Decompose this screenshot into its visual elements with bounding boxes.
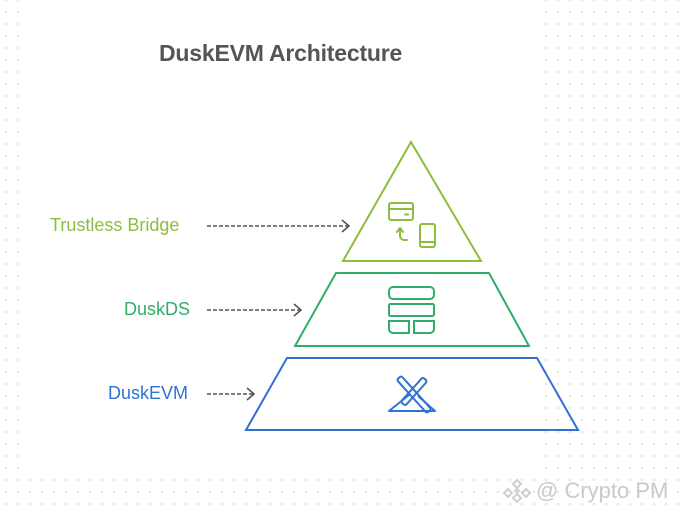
layer-duskevm	[244, 357, 580, 431]
watermark-text: @ Crypto PM	[536, 478, 669, 503]
label-duskevm: DuskEVM	[108, 383, 189, 403]
label-trustless-bridge: Trustless Bridge	[50, 215, 180, 235]
layer-trustless-bridge	[341, 140, 483, 262]
card-to-phone-transfer-icon	[388, 202, 436, 248]
arrow-duskevm	[207, 387, 256, 401]
arrow-duskds	[207, 303, 303, 317]
diagram-title: DuskEVM Architecture	[159, 40, 403, 66]
layout-blocks-icon	[388, 286, 435, 334]
arrow-trustless-bridge	[207, 219, 351, 233]
diagram-panel	[19, 0, 537, 476]
label-duskds: DuskDS	[124, 299, 191, 319]
binance-logo-icon	[502, 478, 532, 504]
layer-duskds	[293, 272, 531, 347]
watermark: @ Crypto PM	[502, 476, 668, 506]
tools-pyramid-icon	[388, 375, 436, 414]
